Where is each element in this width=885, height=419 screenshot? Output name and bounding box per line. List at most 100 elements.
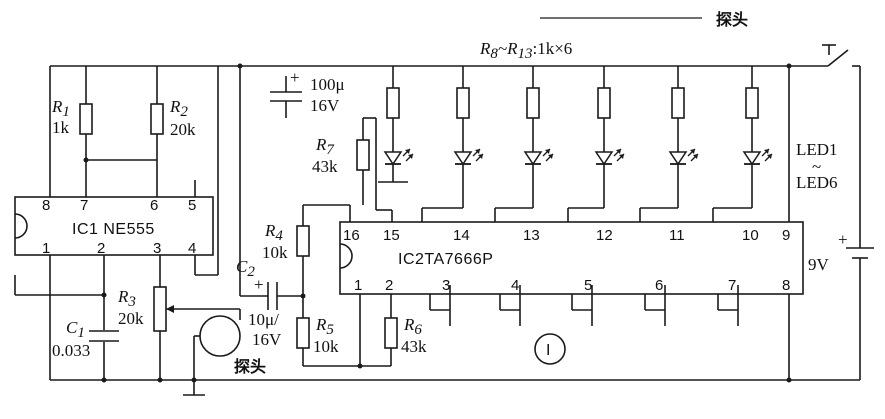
r6-name: R xyxy=(403,315,415,334)
led-label-last: LED6 xyxy=(796,173,838,192)
ic1-pin-6: 6 xyxy=(150,197,158,214)
r7-sub: 7 xyxy=(326,142,335,158)
ic1-label: IC1 NE555 xyxy=(72,221,155,238)
ic2-pin-4: 4 xyxy=(511,277,519,294)
svg-text:R3: R3 xyxy=(117,287,136,310)
r6-sub: 6 xyxy=(414,322,422,338)
led-res-value: :1k×6 xyxy=(532,39,572,58)
resistor-r6: R6 43k xyxy=(384,294,427,366)
resistor-r5: R5 10k xyxy=(296,296,391,369)
r4-name: R xyxy=(264,221,276,240)
svg-text:R1: R1 xyxy=(51,97,70,120)
ic2-pin-16: 16 xyxy=(343,227,360,244)
led-column-1 xyxy=(378,66,414,183)
r4-sub: 4 xyxy=(275,228,283,244)
ic2-pin-8: 8 xyxy=(782,277,790,294)
ic2-pin-5: 5 xyxy=(584,277,592,294)
c2-name: C xyxy=(236,257,248,276)
resistor-r2: R2 20k xyxy=(150,97,196,139)
ic2-pin-3: 3 xyxy=(442,277,450,294)
meter-symbol: I xyxy=(534,333,566,365)
ic1-pin-7: 7 xyxy=(80,197,88,214)
led-resistors-label: R8~R13:1k×6 xyxy=(479,39,572,62)
led-res-name-a: R xyxy=(479,39,491,58)
battery-voltage: 9V xyxy=(808,255,830,274)
top-wiring: 探头 xyxy=(50,10,810,67)
ic2-pin-6: 6 xyxy=(655,277,663,294)
c2-value1: 10μ/ xyxy=(248,310,279,329)
resistor-r4: R4 10k xyxy=(262,205,310,296)
r2-sub: 2 xyxy=(180,104,188,120)
meter-symbol-label: I xyxy=(546,342,551,359)
capacitor-c2: C2 + 10μ/ 16V xyxy=(236,257,306,349)
svg-text:+: + xyxy=(254,275,264,294)
led-column-2 xyxy=(454,66,484,208)
battery-plus: + xyxy=(838,230,848,249)
r3-value: 20k xyxy=(118,309,144,328)
ic2-pin-2: 2 xyxy=(385,277,393,294)
r1-sub: 1 xyxy=(62,104,70,120)
c3-plus: + xyxy=(290,68,300,87)
svg-text:R6: R6 xyxy=(403,315,422,338)
c1-value: 0.033 xyxy=(52,341,90,360)
svg-text:R2: R2 xyxy=(169,97,188,120)
led-column-6 xyxy=(743,66,773,208)
ic2-label: IC2TA7666P xyxy=(398,251,493,268)
ic2-wiring xyxy=(303,63,792,383)
ic2-pin-10: 10 xyxy=(742,227,759,244)
probe-bottom: 探头 xyxy=(193,309,266,380)
capacitor-c1: C1 0.033 xyxy=(52,318,119,360)
ic2-pin-12: 12 xyxy=(596,227,613,244)
ic1-pin-8: 8 xyxy=(42,197,50,214)
led-column-3 xyxy=(524,66,554,208)
ic1-pin-4: 4 xyxy=(188,240,196,257)
ic2-pin-11: 11 xyxy=(669,227,685,244)
ic2-pin-7: 7 xyxy=(728,277,736,294)
r2-value: 20k xyxy=(170,120,196,139)
svg-text:R7: R7 xyxy=(315,135,335,158)
r3-name: R xyxy=(117,287,129,306)
led-label-first: LED1 xyxy=(796,140,838,159)
r5-name: R xyxy=(315,315,327,334)
r5-value: 10k xyxy=(313,337,339,356)
c2-value2: 16V xyxy=(252,330,282,349)
led-label-tilde: ~ xyxy=(812,157,821,176)
r1-name: R xyxy=(51,97,63,116)
led-res-tilde: ~ xyxy=(498,39,507,58)
svg-text:C1: C1 xyxy=(66,318,85,341)
ic1-pin-1: 1 xyxy=(42,240,50,257)
led-column-5 xyxy=(669,66,699,208)
ic1-pin-3: 3 xyxy=(153,240,161,257)
ic2-pin-15: 15 xyxy=(383,227,400,244)
ic1-pin-2: 2 xyxy=(97,240,105,257)
ic2-pin-9: 9 xyxy=(782,227,790,244)
svg-text:C2: C2 xyxy=(236,257,255,280)
probe-label-bottom: 探头 xyxy=(234,357,266,376)
ic2-pin-14: 14 xyxy=(453,227,470,244)
led-res-sub-b: 13 xyxy=(517,46,532,62)
c1-sub: 1 xyxy=(77,325,85,341)
ic1-wiring xyxy=(14,63,243,380)
probe-label-top: 探头 xyxy=(716,10,748,29)
potentiometer-r3: R3 20k xyxy=(117,286,240,332)
ic1-ne555: IC1 NE555 8 7 6 5 1 2 3 4 xyxy=(14,196,214,257)
ic2-pin-1: 1 xyxy=(354,277,362,294)
svg-text:R5: R5 xyxy=(315,315,334,338)
capacitor-c3: + 100μ 16V xyxy=(270,68,345,118)
bottom-rail xyxy=(49,295,860,396)
ic1-pin-5: 5 xyxy=(188,197,196,214)
r6-value: 43k xyxy=(401,337,427,356)
resistor-r1: R1 1k xyxy=(51,97,93,137)
r5-sub: 5 xyxy=(326,322,334,338)
ic2-ta7666p: IC2TA7666P 16 15 14 13 12 11 10 9 1 2 3 … xyxy=(339,221,804,295)
r1-value: 1k xyxy=(52,118,70,137)
resistor-r7: R7 43k xyxy=(312,117,377,210)
r4-value: 10k xyxy=(262,243,288,262)
svg-text:R4: R4 xyxy=(264,221,283,244)
led-res-name-b: R xyxy=(506,39,518,58)
led-column-4 xyxy=(595,66,625,208)
c3-value1: 100μ xyxy=(310,75,345,94)
r2-name: R xyxy=(169,97,181,116)
c2-sub: 2 xyxy=(247,264,255,280)
